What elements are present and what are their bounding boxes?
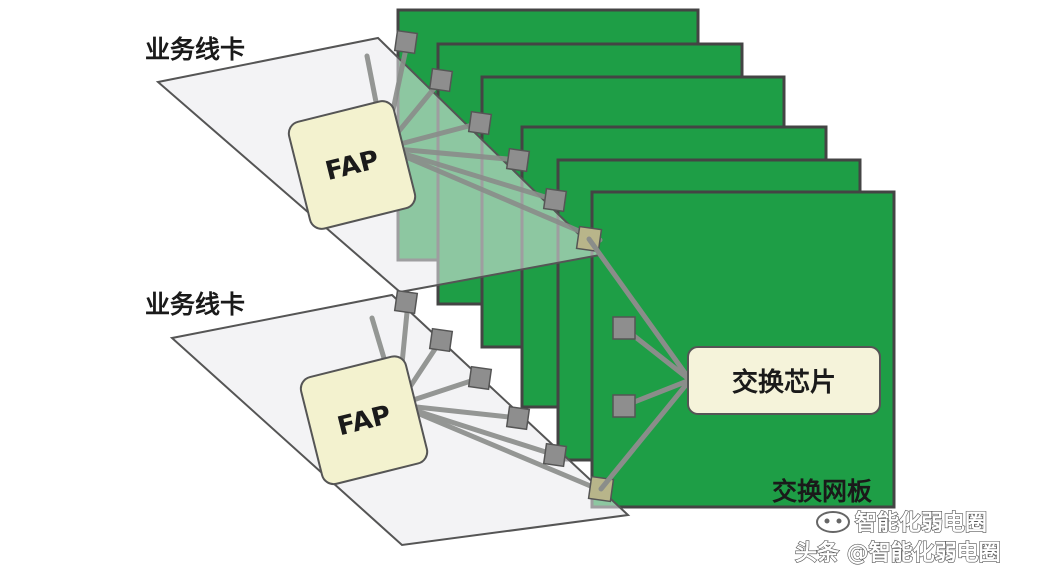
switch-chip — [687, 346, 881, 415]
switch-chip-label: 交换芯片 — [732, 367, 836, 398]
connector — [542, 442, 568, 468]
watermark-bottom-text: 头条 @智能化弱电圈 — [795, 540, 1001, 566]
line-card-bottom: FAP — [169, 289, 631, 547]
connector — [428, 327, 454, 353]
connector — [612, 394, 636, 418]
connector — [612, 316, 636, 340]
fap-chip-top: FAP — [287, 100, 417, 230]
connector-row-bottom — [393, 289, 615, 503]
connector — [467, 365, 493, 391]
switch-board-front-internals: 交换芯片 交换网板 — [586, 236, 881, 506]
fap-chip-bottom: FAP — [299, 355, 429, 486]
connector — [393, 289, 419, 315]
watermark-top-text: 智能化弱电圈 — [855, 510, 987, 536]
line-card-top: FAP — [155, 29, 603, 294]
watermark-logo-icon — [816, 511, 850, 533]
watermark: 智能化弱电圈 头条 @智能化弱电圈 — [794, 509, 1001, 566]
connector — [505, 405, 531, 431]
connector — [505, 147, 531, 173]
connector — [467, 110, 493, 136]
switch-board-label: 交换网板 — [772, 477, 872, 506]
connector — [428, 67, 454, 93]
connector — [393, 29, 419, 55]
connector — [542, 187, 568, 213]
connector-row-top — [393, 29, 603, 253]
line-card-label-bottom: 业务线卡 — [145, 290, 245, 319]
line-card-label-top: 业务线卡 — [145, 35, 245, 64]
board-connectors — [612, 316, 636, 418]
